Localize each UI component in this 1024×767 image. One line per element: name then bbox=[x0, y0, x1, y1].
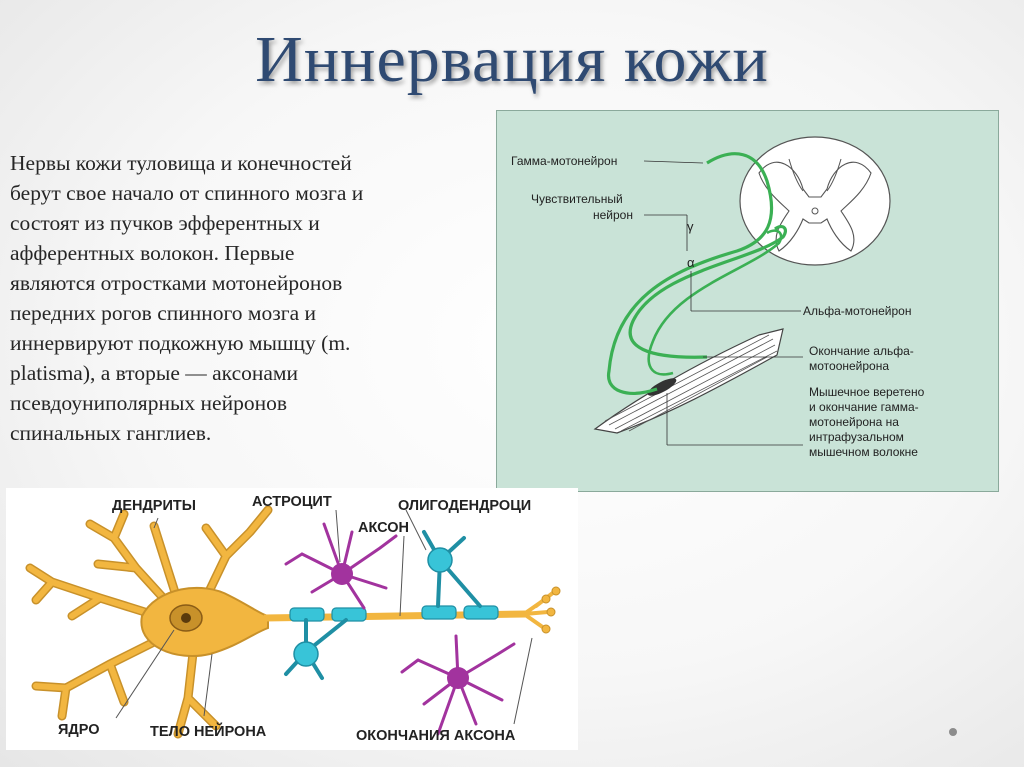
label-spindle-line4: интрафузальном bbox=[809, 430, 904, 444]
label-axon: АКСОН bbox=[358, 520, 409, 536]
body-text: Нервы кожи туловища и конечностей берут … bbox=[10, 148, 488, 448]
body-line: состоят из пучков эфферентных и bbox=[10, 211, 320, 235]
dorsal-horn-right bbox=[826, 158, 842, 192]
label-alpha-symbol: α bbox=[687, 255, 695, 270]
label-axon-endings: ОКОНЧАНИЯ АКСОНА bbox=[356, 728, 516, 744]
label-nucleus: ЯДРО bbox=[58, 722, 100, 738]
axon-terminals bbox=[522, 590, 556, 630]
label-oligodendrocyte: ОЛИГОДЕНДРОЦИ bbox=[398, 498, 531, 514]
slide-nav-dot[interactable] bbox=[949, 728, 957, 736]
body-line: иннервируют подкожную мышцу (m. bbox=[10, 331, 351, 355]
body-line: platisma), а вторые — аксонами bbox=[10, 361, 299, 385]
body-line: спинальных ганглиев. bbox=[10, 421, 212, 445]
label-gamma-motoneuron: Гамма-мотонейрон bbox=[511, 154, 617, 168]
astrocyte bbox=[284, 522, 516, 736]
label-sensory-line1: Чувствительный bbox=[531, 192, 623, 206]
label-alpha-ending-line2: мотоонейрона bbox=[809, 359, 889, 373]
alpha-fiber bbox=[628, 224, 788, 359]
gamma-fiber bbox=[607, 152, 774, 395]
label-spindle-line1: Мышечное веретено bbox=[809, 385, 925, 399]
label-gamma-symbol: γ bbox=[687, 219, 694, 234]
label-alpha-ending-line1: Окончание альфа- bbox=[809, 344, 914, 358]
label-dendrites: ДЕНДРИТЫ bbox=[112, 498, 196, 514]
neuron-body bbox=[140, 586, 269, 658]
spinal-reflex-diagram: Гамма-мотонейрон Чувствительный нейрон γ… bbox=[496, 110, 999, 492]
sensory-fiber bbox=[647, 229, 783, 376]
body-line: передних рогов спинного мозга и bbox=[10, 301, 317, 325]
body-line: псевдоуниполярных нейронов bbox=[10, 391, 287, 415]
oligodendrocyte bbox=[284, 530, 482, 680]
label-neuron-body: ТЕЛО НЕЙРОНА bbox=[150, 722, 267, 740]
body-line: являются отростками мотонейронов bbox=[10, 271, 343, 295]
myelin-sheath bbox=[289, 605, 499, 622]
spinal-reflex-svg: Гамма-мотонейрон Чувствительный нейрон γ… bbox=[511, 136, 925, 459]
body-line: берут свое начало от спинного мозга и bbox=[10, 181, 364, 205]
dorsal-horn-left bbox=[788, 158, 804, 192]
body-line: афферентных волокон. Первые bbox=[10, 241, 295, 265]
label-astrocyte: АСТРОЦИТ bbox=[252, 494, 332, 510]
body-line: Нервы кожи туловища и конечностей bbox=[10, 151, 352, 175]
muscle-fibers bbox=[604, 334, 778, 432]
label-spindle-line3: мотонейрона на bbox=[809, 415, 899, 429]
central-canal bbox=[811, 207, 819, 215]
neuron-svg: ДЕНДРИТЫ АСТРОЦИТ ОЛИГОДЕНДРОЦИ АКСОН ЯД… bbox=[25, 494, 561, 744]
label-alpha-motoneuron: Альфа-мотонейрон bbox=[803, 304, 911, 318]
label-spindle-line5: мышечном волокне bbox=[809, 445, 918, 459]
slide-title: Иннервация кожи bbox=[255, 23, 769, 96]
label-spindle-line2: и окончание гамма- bbox=[809, 400, 919, 414]
neuron-diagram: ДЕНДРИТЫ АСТРОЦИТ ОЛИГОДЕНДРОЦИ АКСОН ЯД… bbox=[6, 488, 578, 750]
label-sensory-line2: нейрон bbox=[593, 208, 633, 222]
